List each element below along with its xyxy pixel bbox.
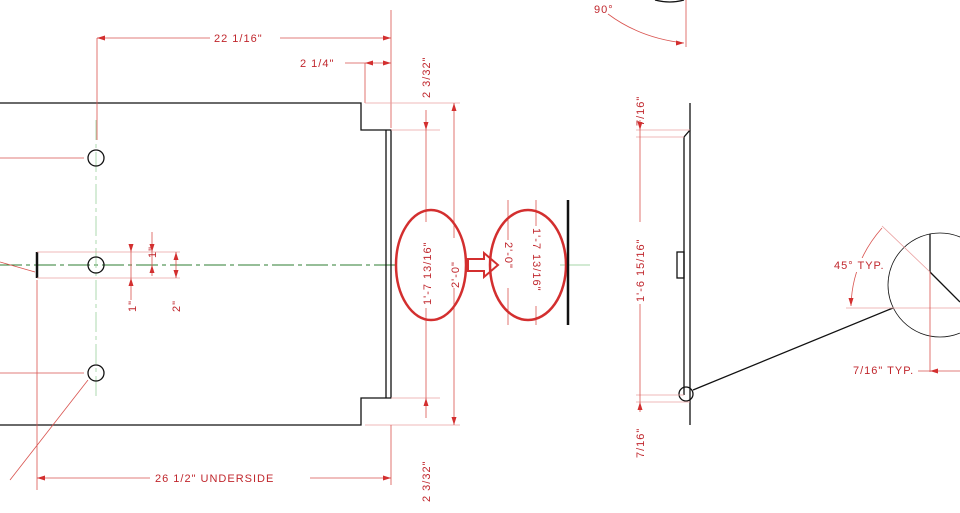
arrowhead bbox=[149, 265, 155, 273]
dim-inner-height: 1'-7 13/16" bbox=[422, 242, 434, 306]
detail-line bbox=[929, 271, 960, 303]
dim-side-height: 1'-6 15/16" bbox=[635, 239, 647, 303]
arrowhead bbox=[930, 368, 938, 374]
dim-side-bottom-flange: 7/16" bbox=[635, 428, 647, 458]
hinge-circle bbox=[678, 386, 694, 402]
arrowhead bbox=[423, 122, 429, 130]
arrowhead bbox=[637, 122, 643, 130]
side-view-tab bbox=[676, 251, 685, 279]
arrow-right-icon bbox=[467, 250, 500, 280]
arrowhead bbox=[383, 475, 391, 481]
dim-top-notch: 2 3/32" bbox=[421, 57, 433, 99]
label-backdrop bbox=[529, 226, 543, 306]
label-backdrop bbox=[501, 240, 515, 288]
arrowhead bbox=[451, 417, 457, 425]
highlight-ellipse-original bbox=[394, 208, 468, 322]
plate-outline bbox=[0, 102, 392, 426]
dim-slot-1b: 1" bbox=[127, 300, 139, 312]
dim-slot-1: 1" bbox=[147, 246, 159, 258]
arrowhead bbox=[423, 398, 429, 406]
arrowhead bbox=[365, 60, 373, 66]
dim-slot-2: 2" bbox=[171, 300, 183, 312]
dim-bottom-notch: 2 3/32" bbox=[421, 461, 433, 503]
arrowhead bbox=[128, 244, 134, 252]
dim-angle-typ: 45° TYP. bbox=[834, 260, 885, 272]
swing-arm bbox=[692, 307, 894, 391]
dim-bottom-width: 26 1/2" UNDERSIDE bbox=[155, 473, 274, 485]
arrowhead bbox=[149, 244, 155, 252]
label-backdrop bbox=[447, 238, 463, 288]
angle-arc-90 bbox=[607, 13, 685, 44]
arrowhead bbox=[128, 278, 134, 286]
partial-outline bbox=[654, 0, 685, 3]
arrowhead bbox=[37, 475, 45, 481]
hole-top bbox=[87, 149, 105, 167]
dim-outer-height-rotated: 2'-0" bbox=[502, 242, 514, 269]
dim-top-width: 22 1/16" bbox=[214, 33, 263, 45]
dim-side-top-flange: 7/16" bbox=[635, 96, 647, 126]
detail-circle bbox=[887, 232, 960, 338]
slot-leader-line bbox=[0, 261, 36, 273]
arrowhead bbox=[383, 35, 391, 41]
hole-leader-line bbox=[9, 379, 89, 481]
dim-angle-90: 90° bbox=[594, 4, 614, 16]
side-view-profile bbox=[683, 103, 691, 395]
label-backdrop bbox=[418, 222, 434, 308]
arrowhead bbox=[173, 270, 179, 278]
dim-inner-height-rotated: 1'-7 13/16" bbox=[530, 228, 542, 292]
hole-middle bbox=[87, 256, 105, 274]
arrowhead bbox=[637, 402, 643, 410]
highlight-ellipse-corrected bbox=[488, 208, 568, 322]
arrowhead bbox=[451, 103, 457, 111]
arrowhead bbox=[383, 60, 391, 66]
arrowheads bbox=[37, 35, 938, 481]
label-backdrop bbox=[150, 471, 310, 485]
label-backdrop bbox=[632, 222, 648, 304]
dim-outer-height: 2'-0" bbox=[450, 261, 462, 288]
arrowhead bbox=[173, 252, 179, 260]
arrowhead bbox=[848, 298, 854, 306]
arrowhead bbox=[676, 40, 684, 46]
extension-line bbox=[881, 225, 931, 273]
label-backdrop bbox=[210, 31, 280, 45]
hole-bottom bbox=[87, 364, 105, 382]
dim-offset-typ: 7/16" TYP. bbox=[853, 365, 914, 377]
dim-notch-width: 2 1/4" bbox=[300, 58, 334, 70]
label-backdrop bbox=[832, 258, 880, 272]
arrowhead bbox=[97, 35, 105, 41]
